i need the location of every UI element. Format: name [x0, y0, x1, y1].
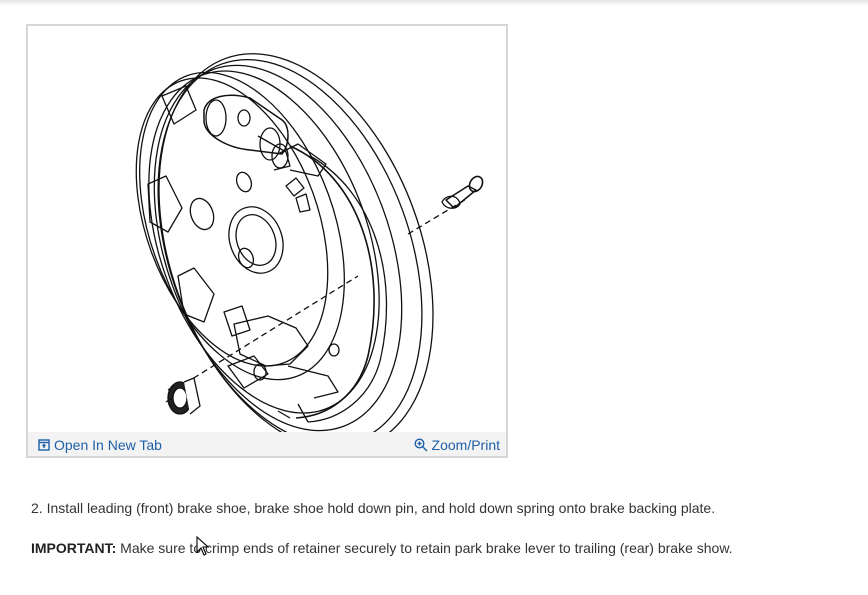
figure-toolbar: Open In New Tab Zoom/Print: [28, 432, 506, 456]
open-new-tab-icon: [38, 439, 50, 451]
open-new-tab-link[interactable]: Open In New Tab: [38, 437, 162, 453]
important-note: IMPORTANT: Make sure to crimp ends of re…: [31, 540, 733, 556]
step-instruction: 2. Install leading (front) brake shoe, b…: [31, 500, 716, 516]
important-label: IMPORTANT:: [31, 540, 117, 556]
brake-diagram-image[interactable]: [28, 26, 506, 432]
open-new-tab-label: Open In New Tab: [54, 437, 162, 453]
important-body: Make sure to crimp ends of retainer secu…: [116, 540, 733, 556]
zoom-icon: [414, 438, 428, 452]
zoom-print-link[interactable]: Zoom/Print: [414, 437, 500, 453]
figure-container: Open In New Tab Zoom/Print: [26, 24, 508, 458]
top-shadow: [0, 0, 868, 6]
mouse-cursor-icon: [196, 536, 210, 556]
zoom-print-label: Zoom/Print: [431, 437, 500, 453]
